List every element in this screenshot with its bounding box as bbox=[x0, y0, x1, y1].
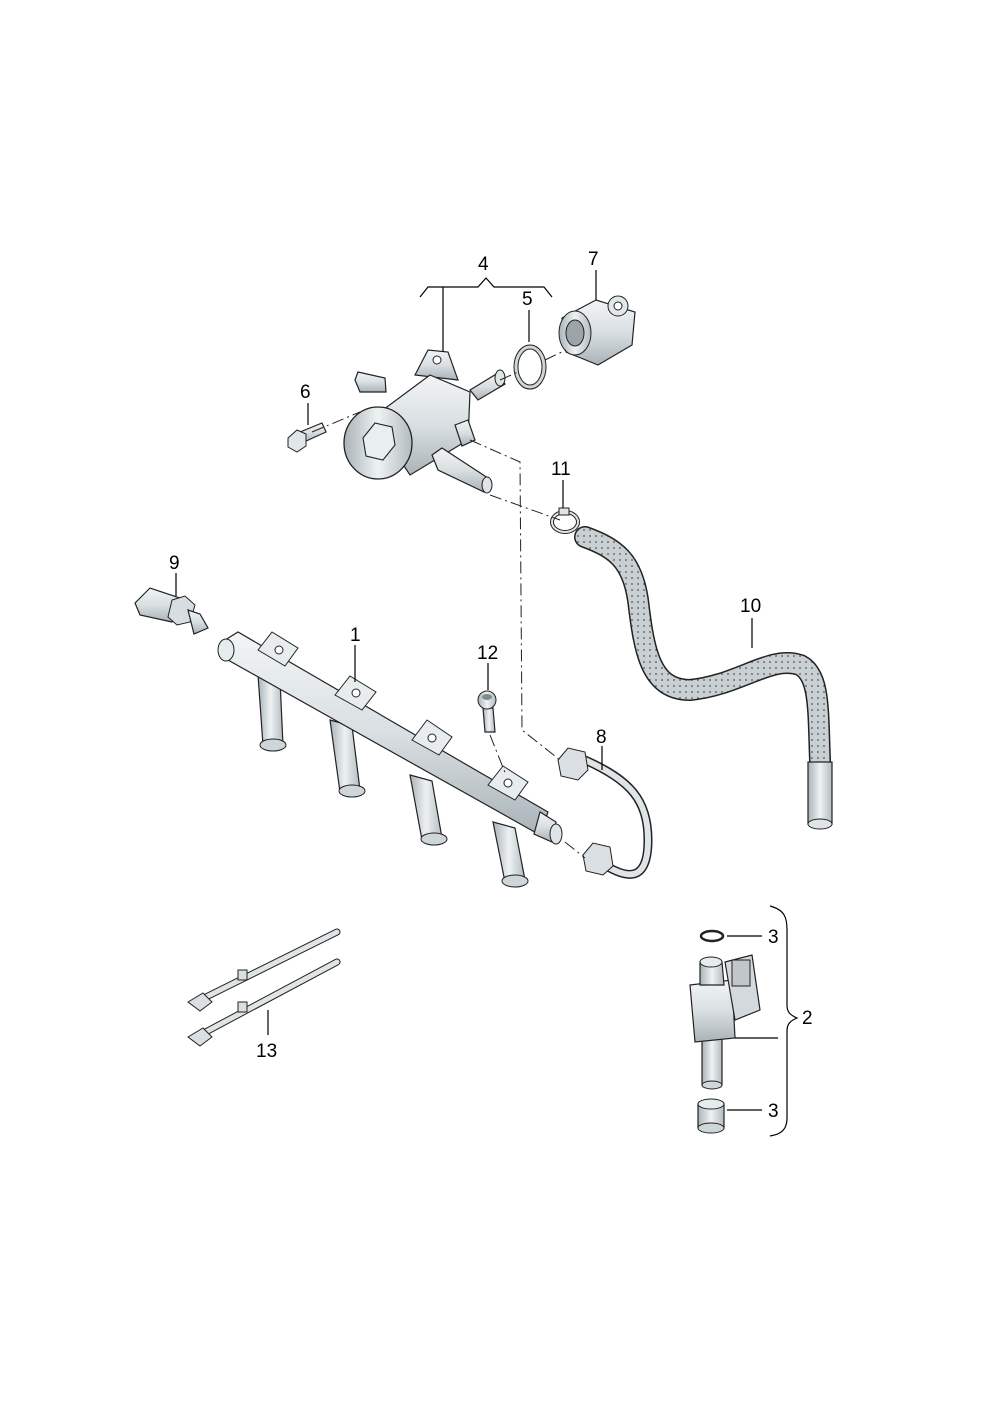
hose-clamp bbox=[550, 507, 580, 534]
fuel-injector bbox=[689, 954, 761, 1090]
injector-cup bbox=[409, 774, 448, 846]
high-pressure-pipe bbox=[557, 747, 653, 879]
callout-3-bottom: 3 bbox=[768, 1101, 779, 1122]
cable-tie bbox=[187, 928, 341, 1012]
high-pressure-pump bbox=[343, 349, 506, 494]
callout-1: 1 bbox=[350, 625, 361, 646]
mounting-bracket bbox=[257, 631, 299, 667]
callout-8: 8 bbox=[596, 727, 607, 748]
mounting-bracket bbox=[487, 765, 529, 801]
injector-cup bbox=[492, 821, 529, 888]
callout-4: 4 bbox=[478, 254, 489, 275]
injector-cup bbox=[257, 674, 287, 752]
callout-7: 7 bbox=[588, 249, 599, 270]
o-ring bbox=[513, 344, 547, 390]
callout-9: 9 bbox=[169, 553, 180, 574]
callout-3-top: 3 bbox=[768, 927, 779, 948]
screw bbox=[477, 690, 497, 733]
leader-lines bbox=[175, 270, 799, 1137]
tappet-sleeve bbox=[558, 295, 636, 366]
pressure-sensor bbox=[134, 587, 209, 635]
callout-10: 10 bbox=[740, 596, 761, 617]
fuel-rail bbox=[217, 631, 563, 888]
bolt bbox=[287, 422, 327, 453]
callout-13: 13 bbox=[256, 1041, 277, 1062]
callout-2: 2 bbox=[802, 1008, 813, 1029]
assembly-lines bbox=[311, 349, 586, 859]
mounting-bracket bbox=[411, 719, 453, 756]
cable-tie bbox=[187, 958, 341, 1047]
injector-support-sleeve bbox=[697, 1098, 725, 1134]
callout-labels: 4 5 7 6 11 10 9 1 12 8 13 3 3 2 bbox=[169, 249, 813, 1122]
callout-5: 5 bbox=[522, 289, 533, 310]
fuel-hose bbox=[574, 526, 833, 830]
mounting-bracket bbox=[334, 675, 377, 711]
injector-seal-ring bbox=[699, 929, 725, 943]
callout-6: 6 bbox=[300, 382, 311, 403]
callout-11: 11 bbox=[551, 459, 571, 480]
callout-12: 12 bbox=[477, 643, 498, 664]
